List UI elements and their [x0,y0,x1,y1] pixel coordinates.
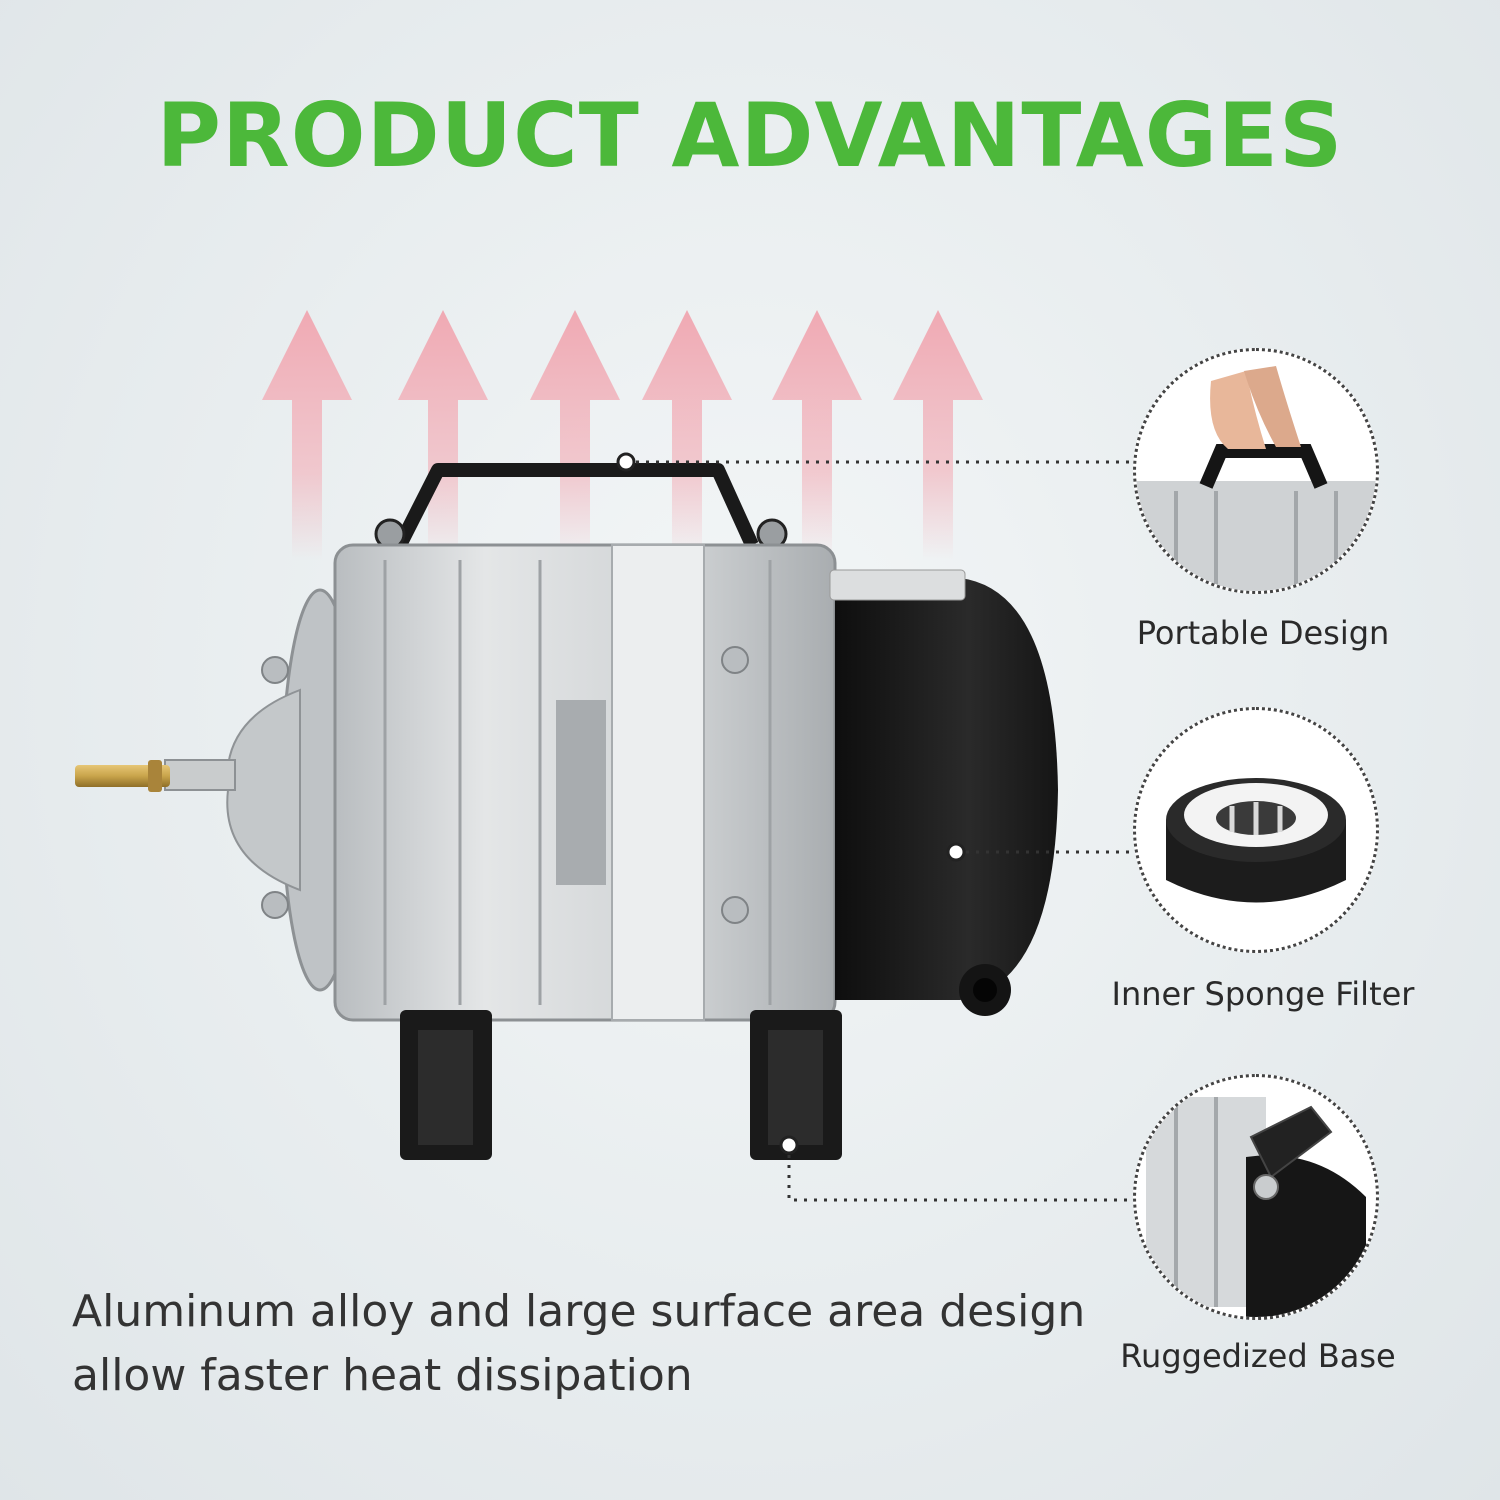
heat-arrows [262,310,983,560]
feature-label-base: Ruggedized Base [1120,1337,1396,1375]
callout-dot-icon [946,842,966,862]
feature-image-portable [1133,348,1379,594]
callout-dot-icon [616,452,636,472]
air-pump-illustration [75,463,1058,1160]
caption-line-1: Aluminum alloy and large surface area de… [72,1286,1086,1337]
feature-label-portable: Portable Design [1136,614,1390,652]
feature-label-sponge: Inner Sponge Filter [1111,975,1415,1013]
heat-arrow-icon [642,310,732,560]
heat-arrow-icon [893,310,983,560]
heat-arrow-icon [772,310,862,560]
heat-arrow-icon [262,310,352,560]
callout-dot-icon [779,1135,799,1155]
heat-arrow-icon [530,310,620,560]
heat-arrow-icon [398,310,488,560]
handle-closeup-icon [1136,366,1376,591]
feature-image-sponge [1133,707,1379,953]
feature-image-base [1133,1074,1379,1320]
caption-line-2: allow faster heat dissipation [72,1350,693,1401]
heat-dissipation-caption: Aluminum alloy and large surface area de… [72,1280,1112,1408]
base-closeup-icon [1146,1097,1366,1317]
callout-lines [616,452,1133,1202]
sponge-filter-closeup-icon [1166,778,1346,903]
page-title: PRODUCT ADVANTAGES [156,84,1344,187]
